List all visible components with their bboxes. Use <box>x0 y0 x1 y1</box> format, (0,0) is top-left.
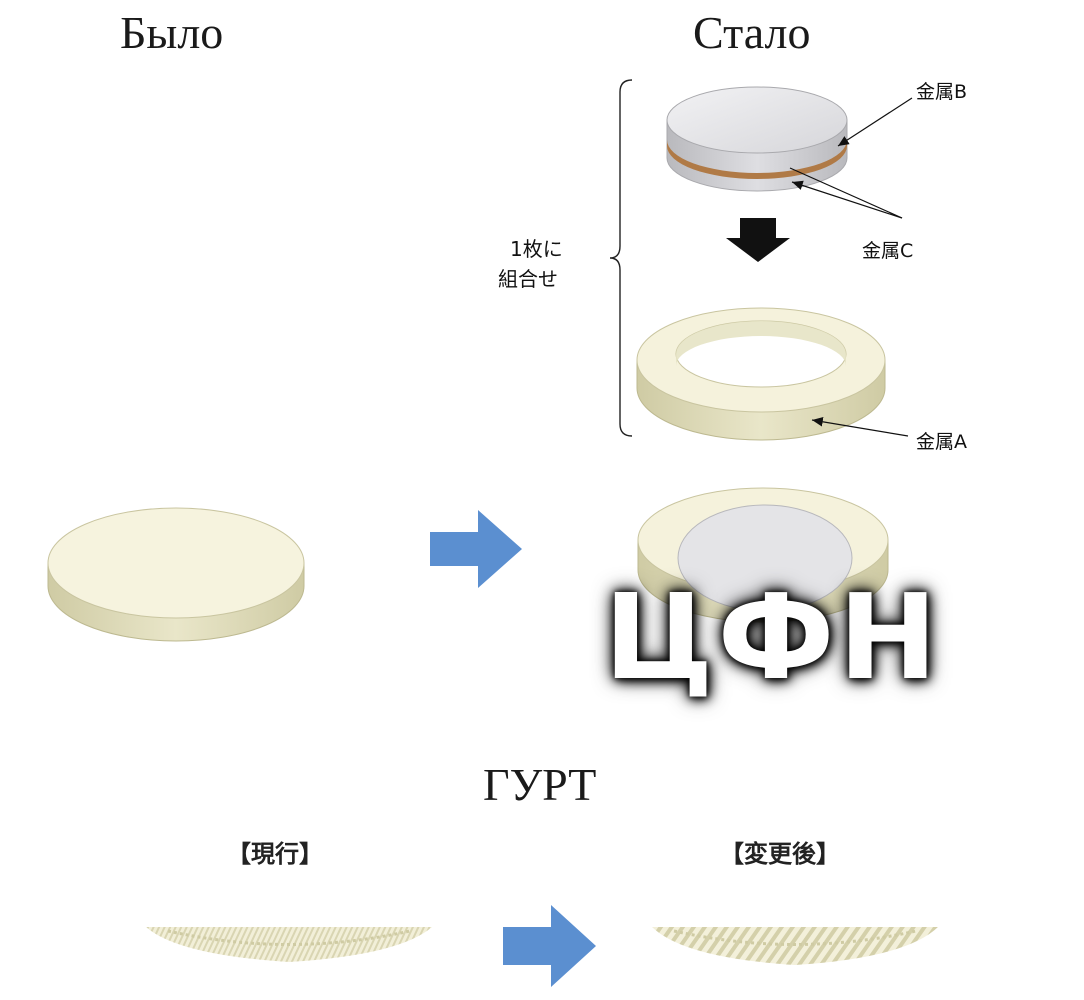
transition-arrow <box>430 510 522 588</box>
edge-current <box>146 927 432 962</box>
assembly-arrow <box>726 218 790 262</box>
heading-edge: ГУРТ <box>483 759 597 810</box>
combine-bracket <box>609 79 633 437</box>
edge-changed <box>652 927 938 965</box>
new-coin <box>637 487 889 623</box>
label-metal-c: 金属C <box>862 240 914 262</box>
label-metal-a: 金属A <box>916 431 967 453</box>
heading-after: Стало <box>693 7 811 58</box>
edge-changed-title: 【変更後】 <box>720 840 840 868</box>
old-coin <box>47 507 305 642</box>
edge-current-title: 【現行】 <box>227 840 323 868</box>
edge-arrow <box>503 905 596 987</box>
ring-metal-a <box>636 307 886 441</box>
clad-disc <box>666 86 848 192</box>
combine-label-line2: 組合せ <box>498 267 558 291</box>
watermark-logo: ЦФН <box>604 568 942 706</box>
heading-before: Было <box>120 7 224 58</box>
label-metal-b: 金属B <box>916 81 968 103</box>
combine-label-line1: 1枚に <box>510 237 563 261</box>
